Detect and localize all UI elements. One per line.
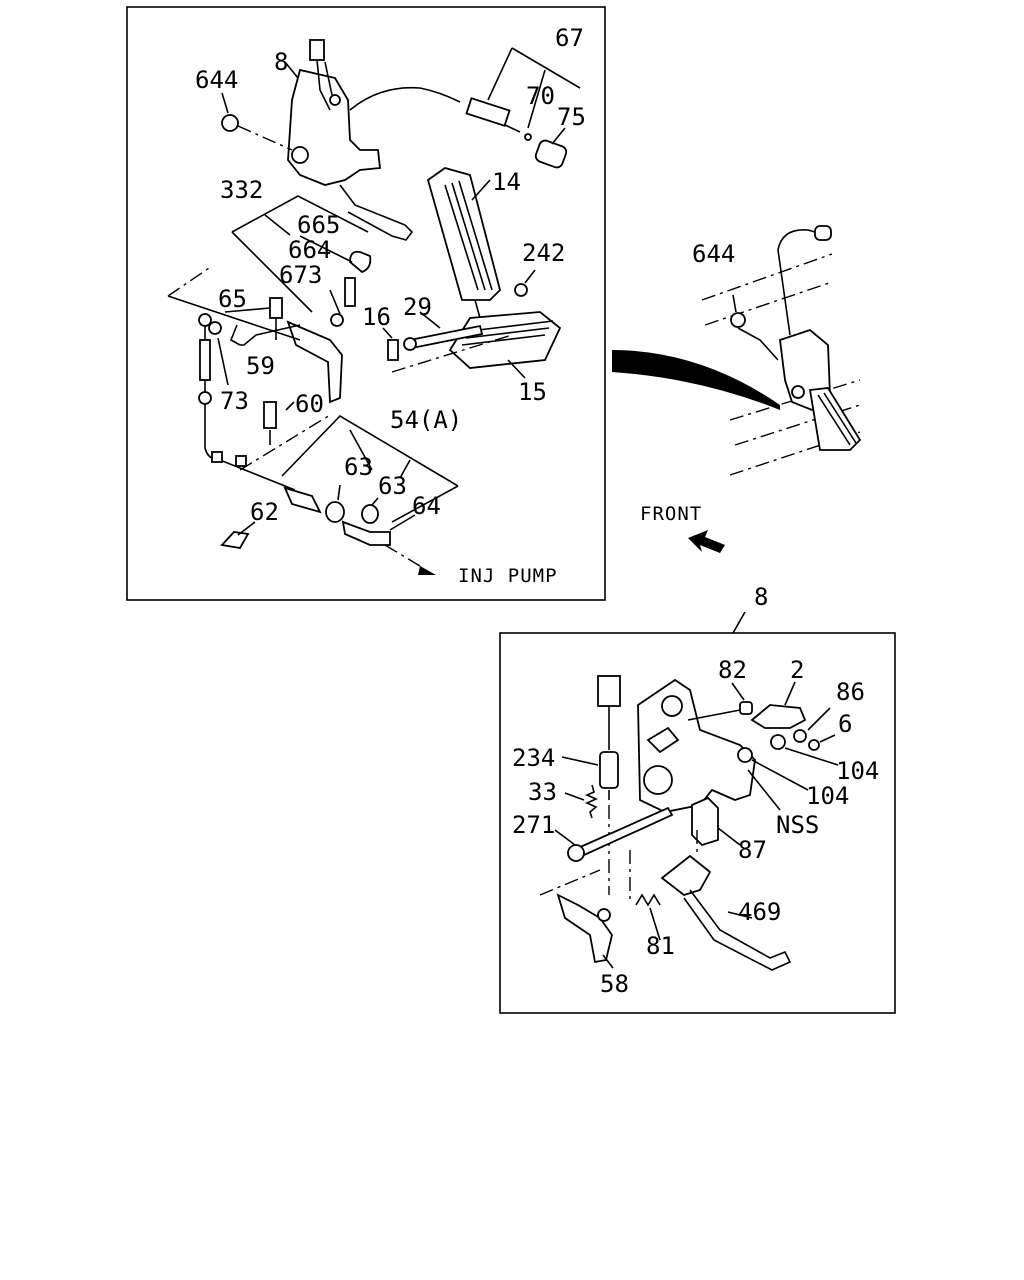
front-arrow-icon	[688, 530, 725, 553]
location-pointer	[612, 350, 780, 410]
washer-73	[208, 321, 222, 335]
detail-label-6: 6	[838, 710, 852, 738]
bracket-59	[286, 320, 343, 404]
nut-644	[221, 114, 239, 132]
label-673: 673	[279, 261, 322, 289]
nut-673	[330, 313, 344, 327]
bolt-673	[344, 277, 356, 307]
washer-242	[514, 283, 528, 297]
arrow-inj-pump	[418, 566, 436, 575]
label-65: 65	[218, 285, 247, 313]
label-16: 16	[362, 303, 391, 331]
accelerator-pedal	[426, 167, 502, 319]
detail-label-nss: NSS	[776, 811, 819, 839]
nut-63-b	[361, 504, 379, 524]
label-60: 60	[295, 390, 324, 418]
detail-label-82: 82	[718, 656, 747, 684]
label-664: 664	[288, 236, 331, 264]
detail-label-469: 469	[738, 898, 781, 926]
clip-62	[220, 531, 250, 549]
nut-63-a	[325, 501, 345, 523]
location-nut-644	[730, 312, 746, 328]
detail-label-58: 58	[600, 970, 629, 998]
switch-connector	[597, 675, 621, 707]
detail-label-104-b: 104	[806, 782, 849, 810]
label-332: 332	[220, 176, 263, 204]
detail-label-33: 33	[528, 778, 557, 806]
detail-label-86: 86	[836, 678, 865, 706]
accel-cable-top	[349, 86, 461, 111]
label-67: 67	[555, 24, 584, 52]
bolt-65	[269, 297, 283, 319]
detail-panel-frame	[499, 632, 896, 1014]
cable-cap	[534, 139, 568, 169]
label-62: 62	[250, 498, 279, 526]
adjuster-bolt	[283, 486, 322, 514]
bolt-60	[263, 401, 277, 429]
label-70: 70	[526, 82, 555, 110]
detail-callout-8: 8	[754, 583, 768, 611]
washer-104-b	[737, 747, 753, 763]
bushing-82	[739, 701, 753, 715]
stopper-87	[691, 796, 719, 847]
label-front: FRONT	[640, 503, 702, 525]
location-view: 644 FRONT	[612, 225, 862, 553]
label-73: 73	[220, 387, 249, 415]
detail-label-271: 271	[512, 811, 555, 839]
pedal-arm-top	[660, 854, 712, 896]
detail-label-2: 2	[790, 656, 804, 684]
spring-33	[585, 784, 598, 819]
washer-86	[793, 729, 807, 743]
detail-label-104-a: 104	[836, 757, 879, 785]
bolt-16	[387, 339, 399, 361]
label-29: 29	[403, 293, 432, 321]
bracket-58	[556, 893, 613, 964]
pedal-plate	[448, 311, 562, 369]
detail-label-87: 87	[738, 836, 767, 864]
bracket-64	[341, 520, 391, 546]
detail-label-81: 81	[646, 932, 675, 960]
label-54a: 54(A)	[390, 406, 462, 434]
label-242: 242	[522, 239, 565, 267]
washer-104-a	[770, 734, 786, 750]
location-pedal	[808, 387, 862, 451]
label-665: 665	[297, 211, 340, 239]
clip-6	[808, 739, 820, 751]
label-15: 15	[518, 378, 547, 406]
label-8: 8	[274, 48, 288, 76]
label-63-a: 63	[344, 453, 373, 481]
cable-adjuster	[465, 97, 511, 127]
switch-234	[599, 751, 619, 789]
accel-cable-lower	[198, 313, 296, 491]
spring-81	[635, 893, 661, 907]
main-panel-frame	[126, 6, 606, 601]
label-63-b: 63	[378, 472, 407, 500]
lever-2	[750, 704, 807, 729]
bolt-271	[576, 806, 674, 858]
pedal-bracket-assembly	[287, 39, 414, 241]
label-14: 14	[492, 168, 521, 196]
label-75: 75	[557, 103, 586, 131]
label-644: 644	[195, 66, 238, 94]
label-inj-pump: INJ PUMP	[458, 565, 558, 587]
label-64: 64	[412, 492, 441, 520]
location-label-644: 644	[692, 240, 735, 268]
detail-label-234: 234	[512, 744, 555, 772]
stopper-664	[349, 250, 372, 274]
main-panel: 8 644 67 70 75 14 332 665 664 673 242 65…	[126, 6, 606, 601]
detail-panel: 8	[499, 583, 896, 1014]
label-59: 59	[246, 352, 275, 380]
